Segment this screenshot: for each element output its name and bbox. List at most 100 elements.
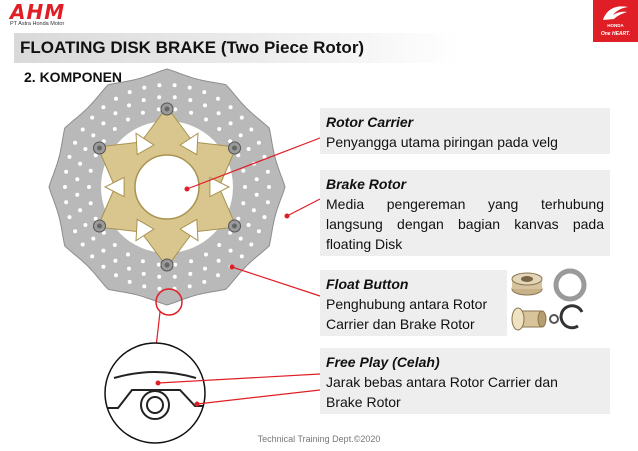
vent-hole <box>241 201 246 206</box>
vent-hole <box>216 273 220 278</box>
vent-hole <box>64 169 69 174</box>
vent-hole <box>189 259 194 264</box>
vent-hole <box>203 103 207 108</box>
vent-hole <box>262 154 267 159</box>
vent-hole <box>73 229 78 234</box>
leader-lines <box>155 137 321 407</box>
vent-hole <box>127 103 131 108</box>
vent-hole <box>140 259 145 264</box>
panel-rotor-carrier-name: Rotor Carrier <box>326 114 414 130</box>
vent-hole <box>228 139 233 144</box>
vent-hole <box>246 223 251 227</box>
footer-text: Technical Training Dept.©2020 <box>257 434 381 444</box>
vent-hole <box>256 140 261 145</box>
vent-hole <box>87 185 91 189</box>
vent-hole <box>83 223 88 227</box>
zoom-callout <box>104 288 206 444</box>
panel-rotor-carrier-desc: Penyangga utama piringan pada velg <box>326 134 558 150</box>
vent-hole <box>228 121 233 126</box>
vent-hole <box>113 111 118 116</box>
vent-hole <box>91 236 96 241</box>
panel-brake-rotor: Brake Rotor Media pengereman yang terhub… <box>320 170 610 256</box>
panel-float-button-desc-line-1: Penghubung antara Rotor <box>326 296 488 312</box>
vent-hole <box>90 115 95 120</box>
slide-title: FLOATING DISK BRAKE (Two Piece Rotor) <box>20 38 365 57</box>
vent-hole <box>172 83 177 88</box>
vent-hole <box>101 248 106 253</box>
vent-hole <box>101 139 106 144</box>
vent-hole <box>93 153 98 158</box>
vent-hole <box>204 252 208 257</box>
honda-logo: HONDA One HEART. <box>593 0 638 42</box>
vent-hole <box>91 133 96 138</box>
float-button-bushing-top <box>511 272 543 296</box>
panel-free-play-name: Free Play (Celah) <box>326 354 440 370</box>
vent-hole <box>88 201 93 206</box>
vent-hole <box>187 85 192 90</box>
float-button <box>160 258 174 272</box>
vent-hole <box>78 161 83 166</box>
panel-float-button-name: Float Button <box>326 276 409 292</box>
vent-hole <box>188 98 193 103</box>
vent-hole <box>75 177 80 182</box>
vent-hole <box>127 266 131 271</box>
vent-hole <box>141 98 146 103</box>
vent-hole <box>204 117 208 122</box>
vent-hole <box>203 266 207 271</box>
float-buttons <box>93 102 241 272</box>
carrier-window <box>209 176 231 198</box>
vent-hole <box>241 168 246 173</box>
float-button-bushing-side <box>511 307 547 331</box>
float-button <box>160 102 174 116</box>
float-button <box>228 219 241 233</box>
honda-tagline: One HEART. <box>600 31 631 37</box>
vent-hole <box>90 254 95 259</box>
carrier-window <box>135 132 155 156</box>
vent-hole <box>216 258 221 263</box>
vent-hole <box>202 279 207 284</box>
ahm-logo-text: AHM <box>10 0 66 24</box>
vent-hole <box>127 90 132 95</box>
vent-hole <box>228 248 233 253</box>
float-button-parts <box>511 268 587 331</box>
vent-hole <box>140 110 145 115</box>
vent-hole <box>156 107 161 112</box>
carrier-window <box>179 132 199 156</box>
panel-brake-rotor-desc-line-1: Media pengereman yang terhubung <box>326 196 604 212</box>
vent-hole <box>101 121 106 126</box>
panel-free-play-desc-line-2: Brake Rotor <box>326 394 401 410</box>
vent-hole <box>239 254 244 259</box>
carrier-window <box>103 176 125 198</box>
vent-hole <box>142 284 147 289</box>
honda-wing-icon <box>603 6 628 20</box>
float-button-washer <box>553 268 587 302</box>
vent-hole <box>112 243 117 247</box>
vent-hole <box>236 216 241 221</box>
vent-hole <box>256 229 261 234</box>
float-button <box>93 219 106 233</box>
vent-hole <box>236 153 241 158</box>
vent-hole <box>238 236 243 241</box>
vent-hole <box>64 200 69 205</box>
vent-hole <box>243 185 247 189</box>
float-button <box>228 141 241 155</box>
vent-hole <box>80 127 85 132</box>
vent-hole <box>67 215 72 220</box>
vent-hole <box>156 262 161 267</box>
vent-hole <box>216 96 220 101</box>
vent-hole <box>189 110 194 115</box>
vent-hole <box>267 185 271 189</box>
carrier-window <box>179 218 199 242</box>
vent-hole <box>78 208 83 213</box>
vent-hole <box>249 242 254 247</box>
vent-hole <box>67 154 72 159</box>
vent-hole <box>249 127 254 132</box>
vent-hole <box>113 258 118 263</box>
vent-hole <box>216 111 221 116</box>
vent-hole <box>101 264 106 269</box>
ahm-logo-subtext: PT Astra Honda Motor <box>10 21 65 27</box>
panel-free-play: Free Play (Celah) Jarak bebas antara Rot… <box>320 348 610 414</box>
vent-hole <box>217 127 222 131</box>
vent-hole <box>127 279 132 284</box>
